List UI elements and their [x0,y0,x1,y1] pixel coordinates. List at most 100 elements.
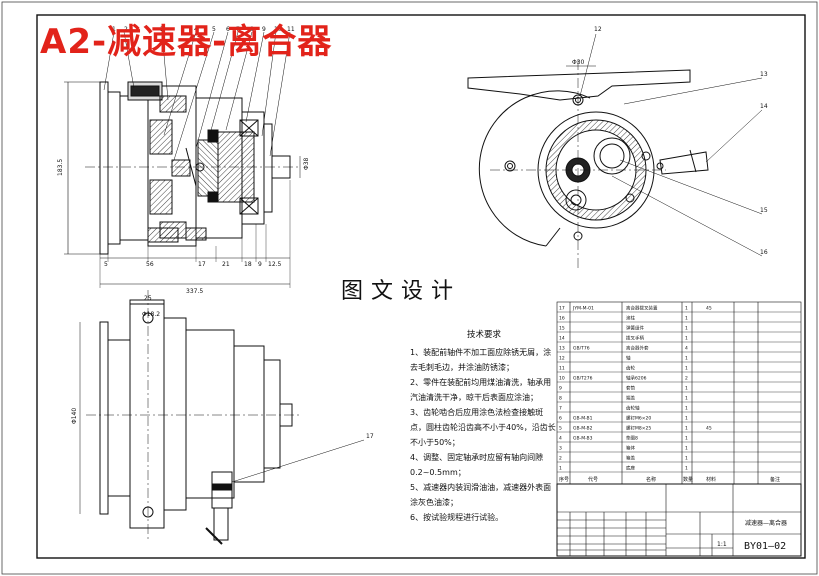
tech-item: 3、齿轮啮合后应用涂色法检查接触斑点，圆柱齿轮沿齿高不小于40%，沿齿长不小于5… [410,408,556,447]
parts-cell-idx: 6 [559,416,562,422]
parts-cell-idx: 4 [559,436,562,442]
parts-cell-idx: 2 [559,456,562,462]
parts-cell-idx: 9 [559,386,562,392]
parts-cell-name: 螺钉M8×25 [626,425,651,432]
hdr-note: 备注 [770,476,780,483]
parts-cell-qty: 2 [685,376,688,382]
parts-cell-qty: 1 [685,396,688,402]
hdr-mat: 材料 [706,476,716,483]
parts-cell-code: GB-M-B1 [573,416,593,422]
parts-cell-idx: 7 [559,406,562,412]
dim-bottom-3: 21 [222,261,230,268]
balloon-7: 7 [236,26,240,33]
overlay-title: A2-减速器-离合器 [40,22,333,62]
balloon-15: 15 [760,207,768,214]
parts-cell-name: 离合器拨叉装置 [626,305,658,312]
parts-cell-code: GB/T276 [573,376,593,382]
parts-cell-idx: 3 [559,446,562,452]
parts-cell-name: 轴承6206 [626,375,647,382]
tech-heading: 技术要求 [466,330,501,340]
parts-cell-qty: 1 [685,326,688,332]
balloon-17: 17 [366,433,374,440]
dim-bottom-bore: Φ18.2 [142,311,160,318]
tech-item: 4、调整、固定轴承时应留有轴向间隙0.2~0.5mm； [410,453,544,477]
balloon-14: 14 [760,103,768,110]
parts-cell-code: GB/T76 [573,346,590,352]
parts-cell-qty: 1 [685,466,688,472]
parts-cell-qty: 1 [685,406,688,412]
title-block-scale: 1:1 [717,541,727,548]
parts-cell-idx: 11 [559,366,565,372]
balloon-16: 16 [760,249,768,256]
parts-cell-name: 箱体 [626,445,635,452]
tech-item: 1、装配前轴件不加工面应除锈无屑，涂去毛刺毛边，并涂油防锈漆； [410,348,552,372]
parts-cell-qty: 1 [685,386,688,392]
main-section-view [64,31,301,288]
balloon-11: 11 [287,26,295,33]
parts-cell-idx: 15 [559,326,565,332]
balloon-2: 2 [124,26,128,33]
dim-right-top: Φ30 [572,59,585,66]
dim-shaft: Φ38 [303,157,310,170]
parts-cell-code: GB-M-B2 [573,426,593,432]
technical-requirements: 技术要求 1、装配前轴件不加工面应除锈无屑，涂去毛刺毛边，并涂油防锈漆； 2、零… [410,328,558,525]
parts-cell-code: JYM-M-01 [572,306,594,312]
parts-cell-code: GB-M-B3 [573,436,593,442]
parts-cell-idx: 13 [559,346,565,352]
parts-cell-idx: 14 [559,336,565,342]
parts-cell-qty: 1 [685,446,688,452]
parts-cell-mat: 45 [706,426,712,432]
dim-bottom-6: 12.5 [268,261,282,268]
parts-cell-idx: 12 [559,356,565,362]
drawing-number: BY01—02 [744,541,787,552]
parts-cell-idx: 1 [559,466,562,472]
dim-bottom-4: 18 [244,261,252,268]
parts-cell-idx: 16 [559,316,565,322]
dim-bottom-5: 9 [258,261,262,268]
hdr-name: 名称 [646,476,656,483]
parts-cell-name: 拨叉手柄 [626,335,644,342]
end-view-clutch [467,33,763,268]
parts-cell-name: 齿轮轴 [626,405,640,412]
title-block [556,483,802,557]
hdr-code: 代号 [588,476,598,483]
parts-list-table [556,301,802,485]
parts-cell-qty: 1 [685,456,688,462]
parts-cell-name: 箱盖 [626,455,635,462]
part-balloons: 1 2 3 4 5 6 7 8 9 10 11 12 13 14 15 16 1… [112,26,768,440]
dim-bottom-1: 56 [146,261,154,268]
parts-cell-mat: 45 [706,306,712,312]
parts-cell-idx: 17 [559,306,565,312]
dim-bottom-height: Φ140 [71,408,78,424]
balloon-4: 4 [194,26,198,33]
parts-cell-idx: 8 [559,396,562,402]
parts-cell-qty: 1 [685,436,688,442]
hdr-qty: 数量 [683,476,693,483]
watermark-text: 图文设计 [341,279,462,304]
parts-cell-qty: 1 [685,366,688,372]
parts-cell-qty: 4 [685,346,688,352]
balloon-1: 1 [112,26,116,33]
balloon-13: 13 [760,71,768,78]
parts-cell-idx: 10 [559,376,565,382]
balloon-3: 3 [160,26,164,33]
parts-cell-name: 端盖 [626,395,635,402]
inner-frame [36,14,806,559]
dim-bottom-0: 5 [104,261,108,268]
parts-cell-name: 轴 [626,355,631,362]
parts-cell-qty: 1 [685,316,688,322]
parts-cell-name: 滚柱 [626,315,635,322]
parts-cell-qty: 1 [685,306,688,312]
parts-cell-qty: 1 [685,356,688,362]
parts-cell-name: 弹簧组件 [626,325,644,332]
parts-cell-name: 齿轮 [626,365,635,372]
balloon-6: 6 [226,26,230,33]
tech-item: 5、减速器内装润滑油油，减速器外表面涂灰色油漆； [410,483,552,507]
title-block-name: 减速器—离合器 [745,520,788,527]
balloon-8: 8 [250,26,254,33]
balloon-9: 9 [262,26,266,33]
parts-cell-name: 离合器外套 [626,345,649,352]
